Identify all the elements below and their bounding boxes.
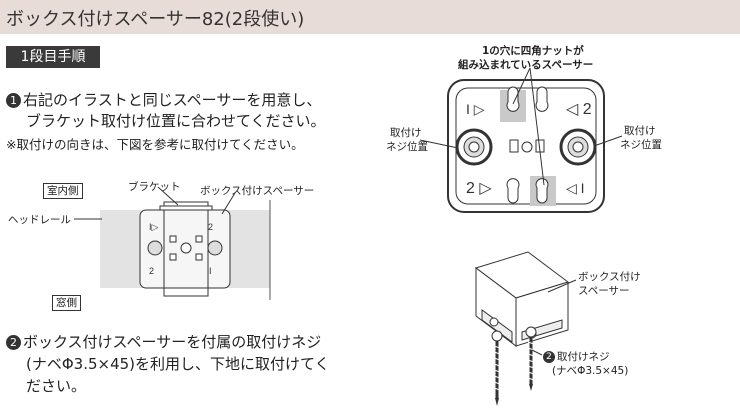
bracket-leader [157,186,179,206]
svg-text:◁ I: ◁ I [566,180,585,196]
svg-text:I: I [209,266,212,276]
right-screw-label-1: 取付け [624,125,656,137]
head-rail-label: ヘッドレール [8,214,71,226]
box-spacer-label-1: ボックス付け [578,271,641,283]
screw-label-2: (ナベΦ3.5×45) [552,365,629,377]
step2-line2: (ナベΦ3.5×45)を利用し、下地に取付けてく [26,355,330,373]
bracket-label: ブラケット [128,181,181,193]
step1-line2: ブラケット取付け位置に合わせてください。 [26,112,326,130]
svg-text:I ▷: I ▷ [466,101,485,117]
svg-text:2: 2 [208,222,213,232]
spacer-label: ボックス付けスペーサー [200,185,315,197]
nut-callout-line2: 組み込まれているスペーサー [458,59,594,71]
left-screw-label-2: ネジ位置 [386,141,428,153]
svg-text:I▷: I▷ [149,222,159,232]
orientation-note: ※取付けの向きは、下図を参考に取付けてください。 [6,137,304,152]
svg-text:2 ▷: 2 ▷ [466,180,492,197]
room-side-label: 室内側 [43,183,83,199]
spacer-leader [221,192,236,215]
spacer-plate: I▷ 2 2 I [139,201,231,297]
page-title: ボックス付けスペーサー82(2段使い) [6,9,305,30]
title-bar: ボックス付けスペーサー82(2段使い) [0,0,740,34]
step2-number: 2 [6,335,21,350]
right-screw-label-2: ネジ位置 [620,139,662,151]
box-spacer-label-2: スペーサー [578,285,630,297]
window-side-label: 窓側 [52,295,81,311]
step2-line3: ださい。 [26,377,87,395]
left-screw-label-1: 取付け [390,127,422,139]
svg-text:◁ 2: ◁ 2 [566,101,592,118]
svg-text:2: 2 [149,266,154,276]
step-label: 1段目手順 [6,46,100,68]
screw-number: 2 [543,351,555,363]
nut-callout-line1: 1の穴に四角ナットが [482,45,584,57]
step1-number: 1 [6,93,21,108]
